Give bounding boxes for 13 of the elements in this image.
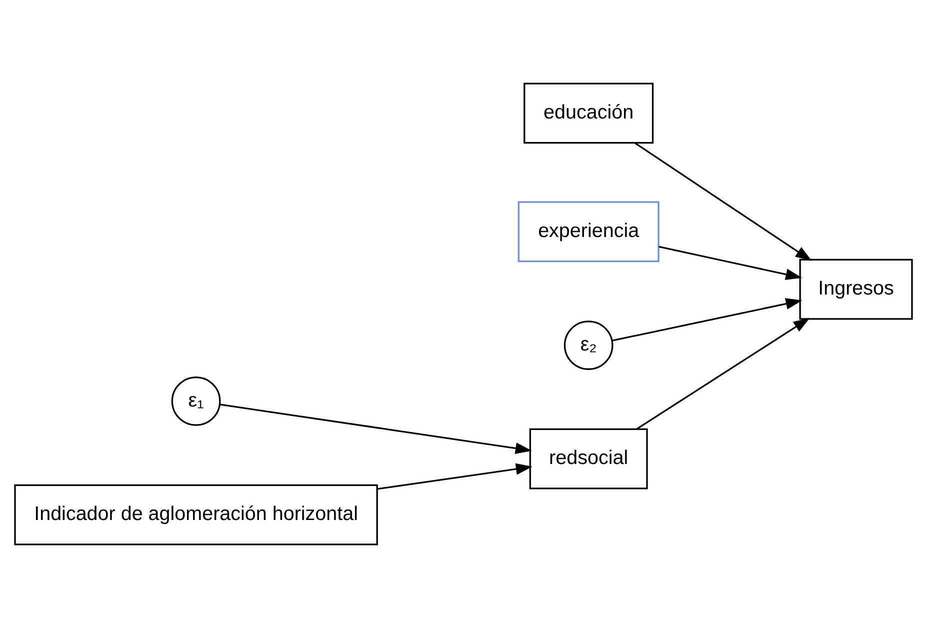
arrow (612, 298, 802, 342)
arrow (220, 404, 532, 454)
arrow (658, 246, 802, 280)
node-box: Indicador de aglomeración horizontal (14, 484, 378, 546)
arrow (636, 318, 810, 430)
node-box: experiencia (518, 201, 660, 262)
node-box: Ingresos (799, 258, 913, 320)
node-circle: ε₂ (564, 320, 614, 370)
node-box: educación (524, 82, 654, 144)
node-circle: ε₁ (171, 376, 221, 426)
node-box: redsocial (529, 428, 648, 490)
arrow (634, 142, 812, 261)
arrow (377, 463, 532, 490)
